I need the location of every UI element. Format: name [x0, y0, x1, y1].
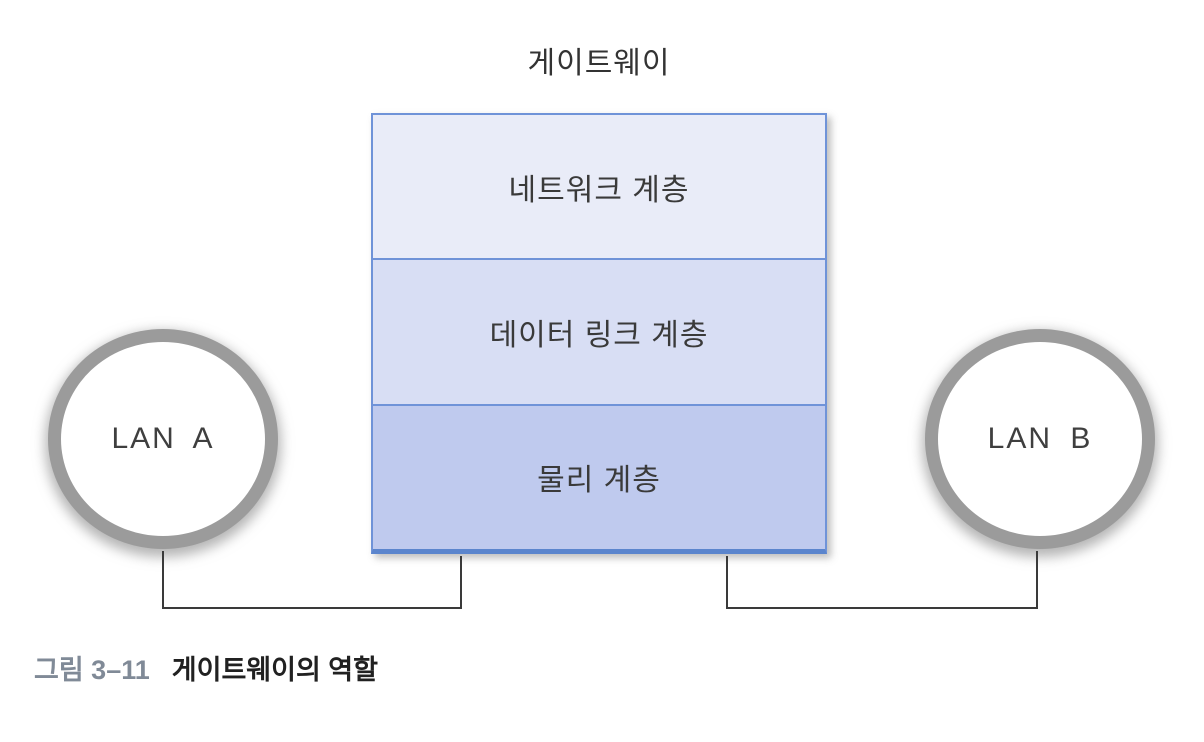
layer-physical: 물리 계층 [373, 405, 825, 549]
connector-lan-b-vertical [1036, 551, 1038, 609]
connector-gateway-to-lan-b [726, 556, 728, 609]
layer-network: 네트워크 계층 [373, 115, 825, 261]
lan-a-label: LAN A [111, 422, 215, 455]
gateway-title: 게이트웨이 [527, 47, 671, 80]
figure-caption: 그림 3–11 게이트웨이의 역할 [34, 648, 378, 687]
figure-caption-number: 그림 3–11 [34, 655, 150, 685]
lan-b-label: LAN B [987, 422, 1093, 455]
connector-lan-a-to-gateway [460, 556, 462, 609]
connector-lan-a-horizontal [162, 607, 462, 609]
lan-a-node: LAN A [48, 329, 278, 549]
lan-b-node: LAN B [925, 329, 1155, 549]
figure-caption-title: 게이트웨이의 역할 [171, 655, 378, 685]
connector-lan-a-vertical [162, 551, 164, 609]
gateway-layer-stack: 네트워크 계층 데이터 링크 계층 물리 계층 [371, 113, 827, 554]
layer-datalink: 데이터 링크 계층 [373, 260, 825, 406]
connector-lan-b-horizontal [726, 607, 1038, 609]
